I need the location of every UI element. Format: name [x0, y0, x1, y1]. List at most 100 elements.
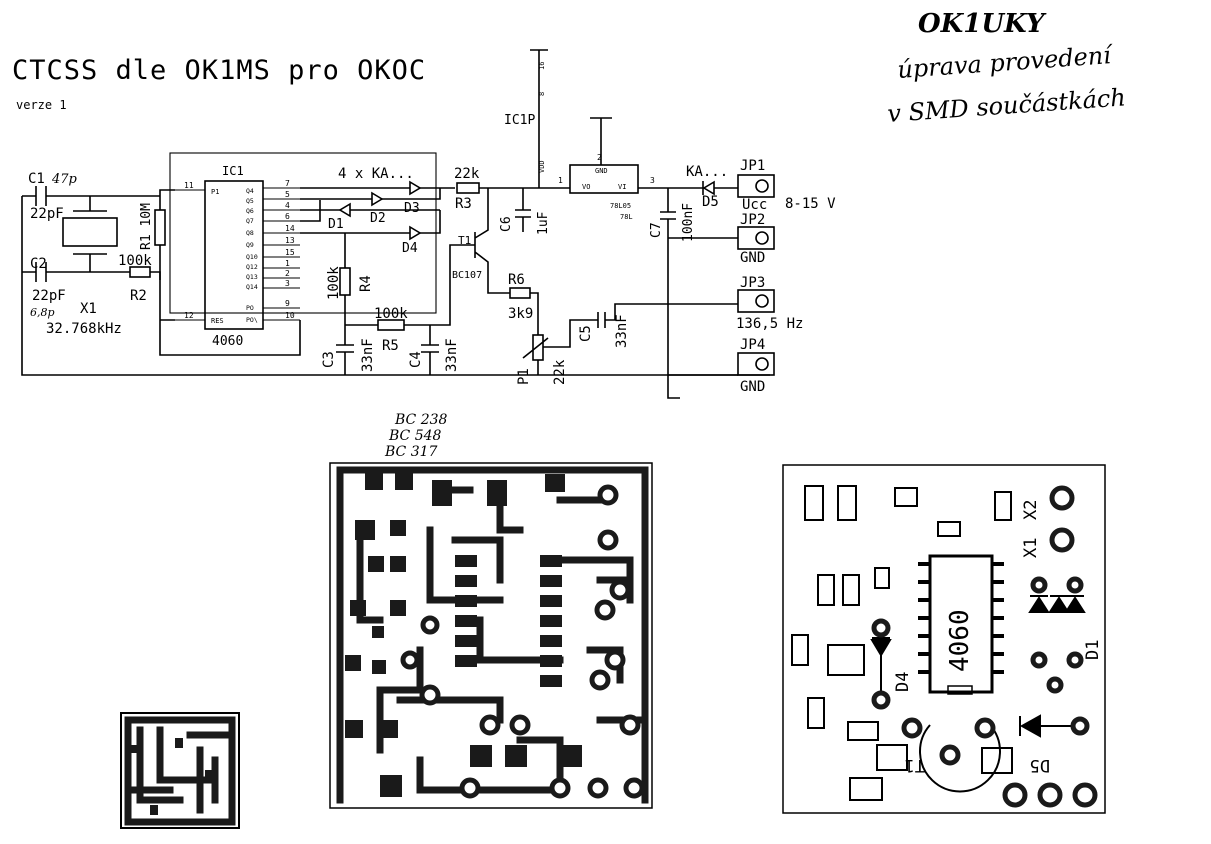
- assembly-d1-label: D1: [1083, 640, 1103, 660]
- jp3-body: [737, 289, 775, 313]
- r2-label: R2: [130, 288, 147, 304]
- schematic: IC1 4060 P1 RES Q4 Q5 Q6 Q7 Q8 Q9 Q10 Q1…: [21, 49, 836, 399]
- crystal-x1: [62, 217, 118, 247]
- r2-body: [129, 266, 151, 278]
- svg-text:Q6: Q6: [246, 207, 254, 215]
- jp1-ref: JP1: [740, 158, 765, 174]
- ic1-ref: IC1: [222, 164, 244, 178]
- svg-text:10: 10: [285, 311, 295, 320]
- r3-body: [456, 182, 480, 194]
- p1-body: [532, 334, 544, 361]
- p1-label: P1: [516, 368, 532, 385]
- c7-value: 100nF: [681, 203, 696, 242]
- x1-label: X1: [80, 301, 97, 317]
- reg-pin-in: 3: [650, 176, 655, 185]
- r1-body: [154, 209, 166, 246]
- assembly-d4-label: D4: [893, 672, 913, 692]
- c2-hand: 6,8p: [30, 306, 55, 319]
- svg-text:Q12: Q12: [246, 263, 258, 271]
- svg-text:Q14: Q14: [246, 283, 258, 291]
- r6-label: R6: [508, 272, 525, 288]
- d1-label: D1: [328, 217, 344, 232]
- c2-label: C2: [30, 256, 47, 272]
- note-line-1: úprava provedení: [896, 41, 1115, 84]
- x1-value: 32.768kHz: [46, 321, 122, 337]
- svg-text:Q4: Q4: [246, 187, 254, 195]
- jp3-ref: JP3: [740, 275, 765, 291]
- c6-label: C6: [499, 216, 514, 232]
- assembly-x1-label: X1: [1021, 538, 1041, 558]
- jp3-label: 136,5 Hz: [736, 316, 803, 332]
- callsign-handwritten: OK1UKY: [918, 9, 1047, 39]
- d4-label: D4: [402, 241, 418, 256]
- reg-pin-gnd-num: 2: [597, 153, 602, 162]
- svg-text:Q7: Q7: [246, 217, 254, 225]
- svg-text:13: 13: [285, 236, 295, 245]
- reg-pin-gnd: GND: [595, 167, 608, 175]
- jp4-ref: JP4: [740, 337, 765, 353]
- r5-value: 100k: [374, 306, 408, 322]
- jp4-label: GND: [740, 379, 765, 395]
- jp1-body: [737, 174, 775, 198]
- pcb-note-3: BC 317: [384, 444, 438, 460]
- svg-text:Q13: Q13: [246, 273, 258, 281]
- ic1-pin-res: RES: [211, 317, 224, 325]
- c4-label: C4: [408, 351, 424, 368]
- assembly-chip-label: 4060: [945, 609, 975, 672]
- reg-sub: 78L: [620, 213, 633, 221]
- ic1p-label: IC1P: [504, 113, 535, 128]
- p1-value: 22k: [552, 359, 568, 385]
- reg-pin-out: 1: [558, 176, 563, 185]
- svg-text:7: 7: [285, 179, 290, 188]
- t1-label: T1: [458, 234, 471, 247]
- assembly-t1-label: T1: [905, 755, 925, 775]
- r1-label: R1 10M: [139, 203, 154, 250]
- pcb-note-1: BC 238: [394, 412, 448, 428]
- svg-text:Q5: Q5: [246, 197, 254, 205]
- jp2-ref: JP2: [740, 212, 765, 228]
- pcb-note-2: BC 548: [388, 428, 442, 444]
- page-title: CTCSS dle OK1MS pro OKOC: [12, 55, 426, 86]
- version-label: verze 1: [16, 98, 67, 112]
- svg-text:PO: PO: [246, 304, 254, 312]
- svg-text:4: 4: [285, 201, 290, 210]
- note-line-2: v SMD součástkách: [886, 83, 1126, 128]
- regulator-body: [569, 164, 639, 194]
- jp1-label: Ucc: [742, 197, 767, 213]
- ic1-right-pins: Q4 Q5 Q6 Q7 Q8 Q9 Q10 Q12 Q13 Q14 PO PO\: [246, 187, 258, 324]
- svg-text:PO\: PO\: [246, 316, 258, 324]
- r4-value: 100k: [326, 266, 342, 300]
- diode-group-label: 4 x KA...: [338, 166, 414, 182]
- jp4-body: [737, 352, 775, 376]
- jp2-body: [737, 226, 775, 250]
- ic1p-vdd: VDD: [538, 160, 546, 173]
- svg-text:2: 2: [285, 269, 290, 278]
- c3-label: C3: [321, 351, 337, 368]
- svg-text:14: 14: [285, 224, 295, 233]
- r6-value: 3k9: [508, 306, 533, 322]
- jp2-label: GND: [740, 250, 765, 266]
- pcb-copper-layout: BC 238 BC 548 BC 317: [329, 412, 653, 809]
- ic1p-pin8: 8: [538, 92, 546, 96]
- svg-text:1: 1: [285, 259, 290, 268]
- c1-label: C1: [28, 171, 45, 187]
- c7-label: C7: [649, 222, 664, 238]
- svg-text:Q8: Q8: [246, 229, 254, 237]
- r5-body: [377, 319, 405, 331]
- ic1p-pin16: 16: [538, 62, 546, 70]
- r3-value: 22k: [454, 166, 480, 182]
- r4-body: [339, 267, 351, 296]
- reg-pin-vo: VO: [582, 183, 590, 191]
- c3-value: 33nF: [360, 338, 376, 372]
- svg-text:3: 3: [285, 279, 290, 288]
- d2-label: D2: [370, 211, 386, 226]
- svg-text:Q10: Q10: [246, 253, 258, 261]
- c1-value: 22pF: [30, 206, 64, 222]
- c5-label: C5: [578, 325, 594, 342]
- t1-value: BC107: [452, 270, 482, 281]
- ic1-part: 4060: [212, 334, 243, 349]
- assembly-d5-label: D5: [1030, 755, 1050, 775]
- svg-text:5: 5: [285, 190, 290, 199]
- c6-value: 1uF: [536, 211, 551, 235]
